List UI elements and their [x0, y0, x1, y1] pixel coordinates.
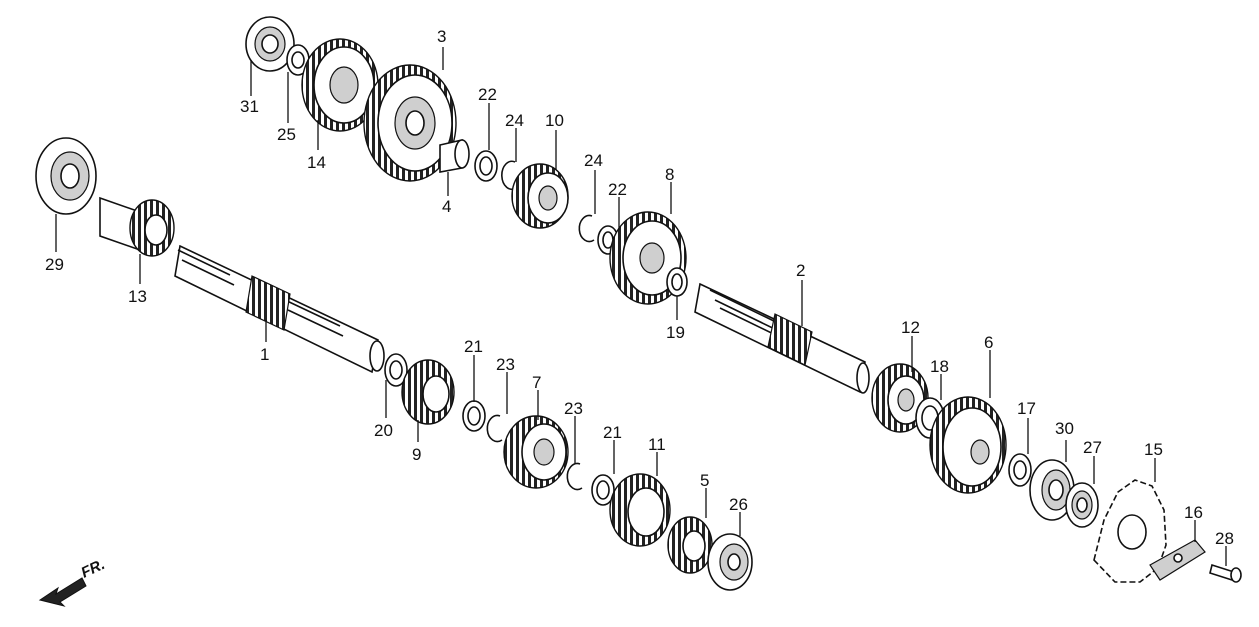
callout-19: 19 [666, 323, 685, 342]
callout-23-right: 23 [564, 399, 583, 418]
gear-5 [667, 516, 713, 574]
washer-17 [1008, 453, 1032, 487]
countershaft-2 [694, 282, 870, 394]
sprocket-15 [1093, 479, 1167, 583]
gear-14 [301, 38, 379, 132]
bearing-29 [35, 137, 97, 215]
bushing-4 [439, 138, 470, 173]
callout-7: 7 [532, 373, 541, 392]
callout-26: 26 [729, 495, 748, 514]
bearing-26 [707, 533, 753, 591]
gear-3 [363, 64, 457, 182]
bearing-31 [245, 16, 295, 72]
callout-3: 3 [437, 27, 446, 46]
front-direction-arrow: FR. [38, 556, 108, 607]
callout-22-lower: 22 [608, 180, 627, 199]
callout-25: 25 [277, 125, 296, 144]
callout-5: 5 [700, 471, 709, 490]
callout-4: 4 [442, 197, 451, 216]
callout-labels: 31 25 14 3 4 22 24 10 24 22 8 19 2 12 18… [45, 27, 1234, 548]
gear-11 [609, 473, 671, 547]
callout-8: 8 [665, 165, 674, 184]
gear-13 [99, 196, 175, 257]
callout-28: 28 [1215, 529, 1234, 548]
gear-7 [503, 415, 569, 489]
oil-seal-27 [1065, 482, 1099, 528]
washer-22-upper [474, 150, 498, 182]
callout-23-left: 23 [496, 355, 515, 374]
washer-21-right [591, 474, 615, 506]
callout-24-lower: 24 [584, 151, 603, 170]
callout-6: 6 [984, 333, 993, 352]
circlip-24-lower [578, 214, 595, 243]
callout-12: 12 [901, 318, 920, 337]
circlip-23-right [566, 462, 583, 491]
front-direction-label: FR. [79, 556, 108, 582]
gear-9 [401, 359, 455, 425]
gear-6 [929, 396, 1007, 494]
washer-21-left [462, 400, 486, 432]
callout-27: 27 [1083, 438, 1102, 457]
callout-30: 30 [1055, 419, 1074, 438]
callout-22-upper: 22 [478, 85, 497, 104]
bearing-30 [1029, 459, 1075, 521]
callout-21-left: 21 [464, 337, 483, 356]
callout-11: 11 [648, 435, 666, 454]
gear-12 [871, 363, 929, 433]
gear-10 [511, 163, 569, 229]
mainshaft-1 [174, 244, 385, 374]
callout-31: 31 [240, 97, 259, 116]
callout-1: 1 [260, 345, 269, 364]
circlip-24-upper [501, 160, 517, 191]
fixing-plate-16 [1149, 539, 1206, 581]
callout-15: 15 [1144, 440, 1163, 459]
callout-21-right: 21 [603, 423, 622, 442]
callout-24-upper: 24 [505, 111, 524, 130]
callout-2: 2 [796, 261, 805, 280]
leader-lines [55, 47, 1227, 566]
callout-17: 17 [1017, 399, 1036, 418]
circlip-23-left [486, 414, 503, 443]
callout-10: 10 [545, 111, 564, 130]
washer-20 [384, 353, 408, 387]
callout-20: 20 [374, 421, 393, 440]
callout-16: 16 [1184, 503, 1203, 522]
callout-13: 13 [128, 287, 147, 306]
washer-19 [666, 267, 688, 297]
callout-18: 18 [930, 357, 949, 376]
bolt-28 [1209, 563, 1242, 583]
callout-29: 29 [45, 255, 64, 274]
callout-14: 14 [307, 153, 326, 172]
callout-9: 9 [412, 445, 421, 464]
